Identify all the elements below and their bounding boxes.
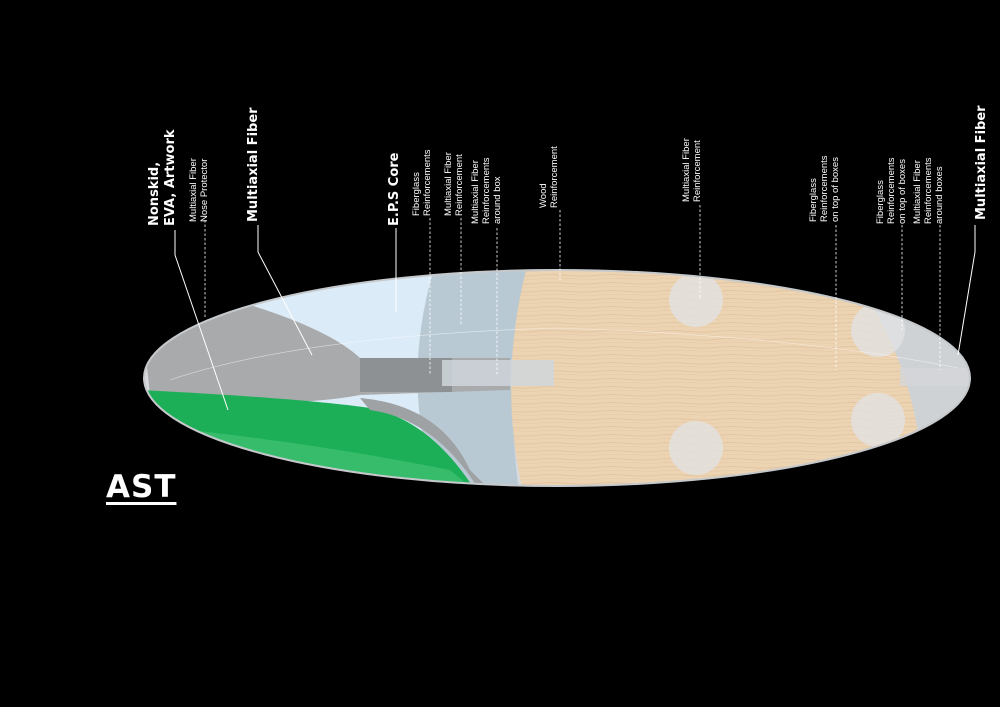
label-multiaxial-reinf-2-line: Reinforcement — [692, 140, 703, 202]
grey-swoop — [360, 398, 500, 486]
tail-box — [900, 368, 970, 386]
label-multiaxial-right: Multiaxial Fiber — [974, 105, 989, 220]
label-fiberglass-boxes-line: Reinforcements — [819, 155, 830, 222]
label-fiberglass-boxes-2-line: on top of boxes — [897, 159, 908, 224]
label-multiaxial-box-line: Multiaxial Fiber — [470, 160, 481, 224]
label-multiaxial-left: Multiaxial Fiber — [246, 107, 261, 222]
label-nonskid-line: EVA, Artwork — [163, 129, 178, 226]
label-wood-line: Reinforcement — [549, 146, 560, 208]
box-bar — [360, 358, 452, 392]
label-multiaxial-boxes-line: around boxes — [934, 166, 945, 224]
label-nonskid: Nonskid,EVA, Artwork — [147, 129, 178, 226]
label-wood-line: Wood — [538, 183, 549, 208]
board-rail — [143, 269, 971, 487]
label-multiaxial-boxes-line: Reinforcements — [923, 157, 934, 224]
label-multiaxial-left-line: Multiaxial Fiber — [246, 107, 261, 222]
label-nose-protector-line: Nose Protector — [199, 159, 210, 222]
label-multiaxial-reinf-1-line: Reinforcement — [454, 154, 465, 216]
label-fiberglass-boxes-line: on top of boxes — [830, 157, 841, 222]
label-fiberglass-boxes-line: Fiberglass — [808, 178, 819, 222]
label-fiberglass-boxes-2-line: Fiberglass — [875, 180, 886, 224]
fin-box-disc — [851, 393, 905, 447]
label-multiaxial-reinf-2-line: Multiaxial Fiber — [681, 138, 692, 202]
brand-logo: AST — [106, 469, 177, 505]
label-fiberglass-1-line: Reinforcements — [422, 149, 433, 216]
label-multiaxial-boxes-line: Multiaxial Fiber — [912, 160, 923, 224]
label-eps-core: E.P.S Core — [387, 152, 402, 226]
wood-region — [511, 270, 931, 486]
label-multiaxial-box-line: around box — [492, 176, 503, 224]
label-multiaxial-right-line: Multiaxial Fiber — [974, 105, 989, 220]
label-nose-protector-line: Multiaxial Fiber — [188, 158, 199, 222]
label-nonskid-line: Nonskid, — [147, 162, 162, 226]
leader-lines — [174, 205, 976, 411]
label-multiaxial-box-line: Reinforcements — [481, 157, 492, 224]
label-fiberglass-1-line: Fiberglass — [411, 172, 422, 216]
fin-box-disc — [851, 303, 905, 357]
fin-box-disc — [669, 273, 723, 327]
label-eps-core-line: E.P.S Core — [387, 152, 402, 226]
label-fiberglass-boxes-2-line: Reinforcements — [886, 157, 897, 224]
box-reinforcement — [442, 360, 554, 386]
fin-box-disc — [669, 421, 723, 475]
label-multiaxial-reinf-1-line: Multiaxial Fiber — [443, 152, 454, 216]
deck-line — [169, 327, 959, 381]
